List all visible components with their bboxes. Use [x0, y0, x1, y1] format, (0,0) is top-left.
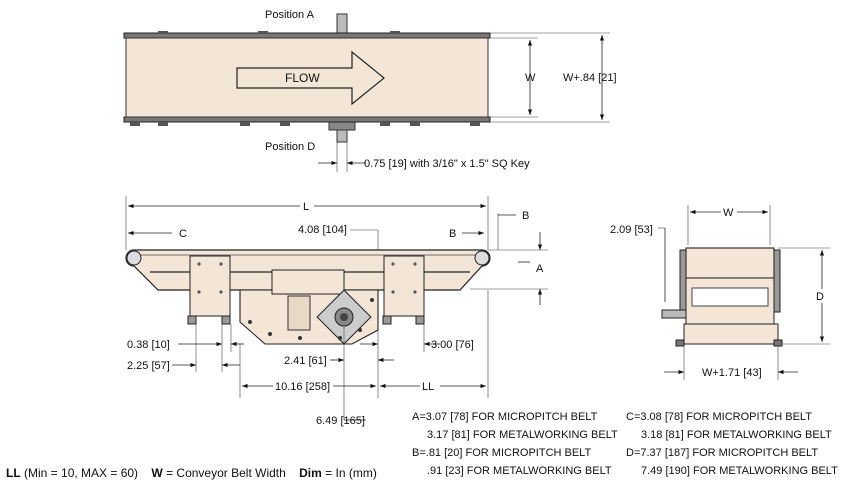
bottom-rail — [123, 116, 491, 123]
legend-ll-key: LL — [6, 466, 21, 480]
flow-label: FLOW — [285, 71, 320, 85]
w-label: W — [525, 72, 536, 84]
dim-241-label: 2.41 [61] — [284, 355, 327, 367]
a-label: A — [536, 263, 544, 275]
legend-w-text: = Conveyor Belt Width — [162, 466, 286, 480]
idler-pulley-left — [126, 250, 142, 266]
legend-ll-text: (Min = 10, MAX = 60) — [20, 466, 139, 480]
note-d1: D=7.37 [187] FOR MICROPITCH BELT — [626, 447, 818, 459]
end-w-plus-label: W+1.71 [43] — [702, 367, 762, 379]
legend-dim-key: Dim — [299, 466, 322, 480]
drive-bracket — [271, 269, 345, 295]
d-label: D — [816, 291, 824, 303]
b-label-right: B — [522, 210, 529, 222]
note-a2: 3.17 [81] FOR METALWORKING BELT — [427, 429, 618, 441]
dim-649-label: 6.49 [165] — [316, 415, 365, 427]
idler-pulley-right — [474, 250, 490, 266]
legend-w-key: W — [151, 466, 163, 480]
c-label: C — [179, 228, 187, 240]
dim-038-label: 0.38 [10] — [127, 339, 170, 351]
end-view: W 2.09 [53] D W+1.71 [43] — [610, 205, 830, 380]
w-plus-label: W+.84 [21] — [563, 72, 617, 84]
dim-225-label: 2.25 [57] — [127, 360, 170, 372]
end-shaft — [661, 309, 687, 319]
belt-surface — [125, 37, 489, 118]
end-w-label: W — [723, 207, 734, 219]
note-b2: .91 [23] FOR METALWORKING BELT — [427, 465, 612, 477]
dim-300-label: 3.00 [76] — [431, 339, 474, 351]
note-c1: C=3.08 [78] FOR MICROPITCH BELT — [626, 411, 812, 423]
dim-1016-label: 10.16 [258] — [275, 381, 330, 393]
note-a1: A=3.07 [78] FOR MICROPITCH BELT — [412, 411, 598, 423]
end-stand — [683, 323, 779, 345]
dim-209-label: 2.09 [53] — [610, 224, 653, 236]
tensioner-block — [287, 295, 311, 331]
shaft-key-label: 0.75 [19] with 3/16" x 1.5" SQ Key — [364, 158, 530, 170]
flow-arrow-icon — [236, 50, 385, 106]
legend: LL (Min = 10, MAX = 60) W = Conveyor Bel… — [6, 466, 377, 480]
top-rail — [123, 32, 491, 39]
top-view: FLOW Position A Position D W W+.84 [21] … — [123, 9, 617, 172]
notes: A=3.07 [78] FOR MICROPITCH BELT 3.17 [81… — [412, 411, 838, 477]
note-b1: B=.81 [20] FOR MICROPITCH BELT — [412, 447, 591, 459]
b-label-left: B — [449, 228, 456, 240]
note-d2: 7.49 [190] FOR METALWORKING BELT — [641, 465, 838, 477]
stand-left — [189, 255, 231, 317]
dim-408-label: 4.08 [104] — [298, 224, 347, 236]
position-d-label: Position D — [265, 141, 315, 153]
stand-right — [383, 255, 425, 317]
end-belt — [685, 247, 775, 279]
legend-dim-text: = In (mm) — [321, 466, 377, 480]
side-view: L C B B 4.08 [104] A — [125, 196, 548, 427]
position-a-label: Position A — [265, 9, 315, 21]
l-label: L — [303, 201, 309, 213]
ll-label: LL — [422, 381, 434, 393]
note-c2: 3.18 [81] FOR METALWORKING BELT — [641, 429, 832, 441]
